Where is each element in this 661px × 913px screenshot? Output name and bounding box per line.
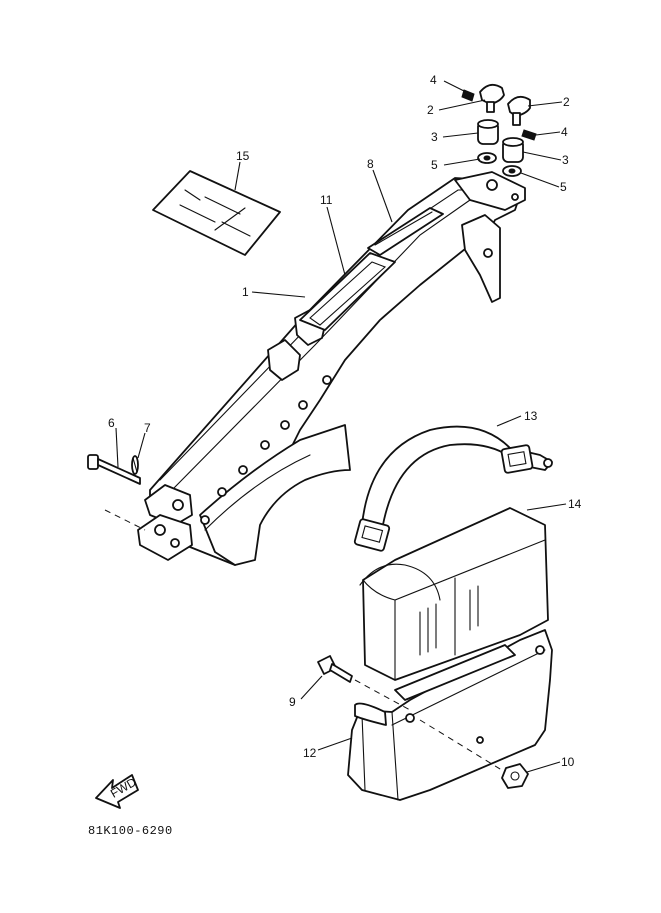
callout-4b: 4 xyxy=(561,125,568,139)
rear-fender-part xyxy=(144,171,526,566)
callout-7: 7 xyxy=(144,421,151,435)
battery-box-part xyxy=(347,629,553,801)
fastener-set-left xyxy=(461,83,505,164)
callout-4a: 4 xyxy=(430,73,437,87)
direction-arrow-icon: FWD xyxy=(95,774,139,809)
callout-9: 9 xyxy=(289,695,296,709)
callout-2b: 2 xyxy=(563,95,570,109)
spring-washer-part xyxy=(131,455,139,475)
callout-1: 1 xyxy=(242,285,249,299)
callout-10: 10 xyxy=(561,755,575,769)
callout-6: 6 xyxy=(108,416,115,430)
callout-5a: 5 xyxy=(431,158,438,172)
battery-strap-part xyxy=(353,425,553,552)
callout-13: 13 xyxy=(524,409,538,423)
callout-5b: 5 xyxy=(560,180,567,194)
callout-8: 8 xyxy=(367,157,374,171)
fastener-set-right xyxy=(502,95,537,177)
callout-3b: 3 xyxy=(562,153,569,167)
nut-part xyxy=(501,763,529,789)
label-sheet-part xyxy=(152,170,281,256)
callout-2a: 2 xyxy=(427,103,434,117)
drawing-number: 81K100-6290 xyxy=(88,824,173,838)
callout-11: 11 xyxy=(320,193,333,207)
callout-12: 12 xyxy=(303,746,317,760)
callout-14: 14 xyxy=(568,497,582,511)
bolt-part xyxy=(87,454,141,485)
leader-lines xyxy=(115,80,567,773)
callout-15: 15 xyxy=(236,149,250,163)
callout-labels: 15 1 8 11 4 2 3 5 2 4 3 5 6 7 13 14 9 12… xyxy=(108,73,582,769)
callout-3a: 3 xyxy=(431,130,438,144)
mounting-plate-part xyxy=(137,514,193,561)
box-bolt-part xyxy=(317,655,353,683)
battery-part xyxy=(359,507,549,681)
